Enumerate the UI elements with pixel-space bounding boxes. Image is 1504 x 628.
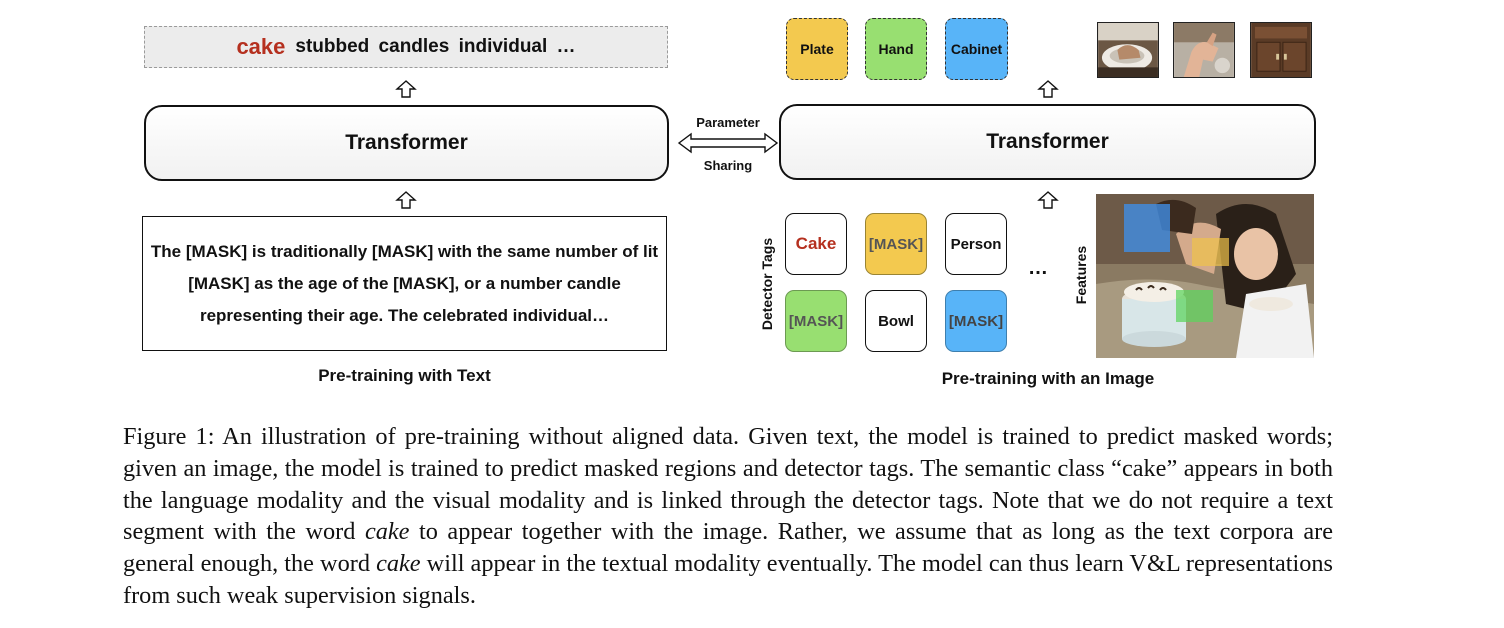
tag-person: Person xyxy=(945,213,1007,275)
left-output-banner: cake stubbed candles individual … xyxy=(144,26,668,68)
up-arrow-icon xyxy=(395,80,417,98)
output-cabinet: Cabinet xyxy=(945,18,1008,80)
hand-region-thumbnail xyxy=(1173,22,1235,78)
tag-person-label: Person xyxy=(950,235,1002,253)
output-hand-label: Hand xyxy=(878,41,914,57)
caption-italic-cake-2: cake xyxy=(376,550,421,578)
tag-bowl: Bowl xyxy=(865,290,927,352)
detector-tags-label: Detector Tags xyxy=(759,237,775,331)
features-label: Features xyxy=(1073,245,1089,305)
right-transformer-label: Transformer xyxy=(986,130,1109,153)
up-arrow-icon xyxy=(1037,80,1059,98)
output-plate: Plate xyxy=(786,18,848,80)
tag-mask-label: [MASK] xyxy=(948,312,1004,330)
cabinet-region-thumbnail xyxy=(1250,22,1312,78)
double-arrow-icon xyxy=(677,132,779,154)
plate-region-thumbnail xyxy=(1097,22,1159,78)
up-arrow-icon xyxy=(1037,191,1059,209)
output-cabinet-label: Cabinet xyxy=(950,41,1003,57)
caption-italic-cake-1: cake xyxy=(364,518,410,546)
figure-caption: Figure 1: An illustration of pre-trainin… xyxy=(123,421,1333,612)
kitchen-scene-image xyxy=(1096,194,1314,358)
left-transformer-label: Transformer xyxy=(345,131,468,154)
caption-text-2: to appear together with the image. Rathe… xyxy=(123,518,1333,578)
up-arrow-icon xyxy=(395,191,417,209)
predicted-words: stubbed candles individual … xyxy=(295,36,576,57)
right-section-title: Pre-training with an Image xyxy=(941,369,1155,388)
left-section-title: Pre-training with Text xyxy=(318,366,491,385)
tag-bowl-label: Bowl xyxy=(878,312,914,330)
masked-text-input: The [MASK] is traditionally [MASK] with … xyxy=(142,216,667,351)
parameter-label: Parameter xyxy=(696,115,760,130)
tag-mask-blue: [MASK] xyxy=(945,290,1007,352)
left-transformer-block: Transformer xyxy=(144,105,669,181)
tag-mask-green: [MASK] xyxy=(785,290,847,352)
output-plate-label: Plate xyxy=(800,41,834,57)
more-tags-ellipsis: … xyxy=(1028,257,1048,279)
tag-mask-yellow: [MASK] xyxy=(865,213,927,275)
masked-text: The [MASK] is traditionally [MASK] with … xyxy=(150,241,659,325)
caption-text-3: will appear in the textual modality even… xyxy=(123,550,1333,609)
predicted-word-cake: cake xyxy=(236,34,286,59)
output-hand: Hand xyxy=(865,18,927,80)
caption-text-1: Figure 1: An illustration of pre-trainin… xyxy=(123,423,1333,546)
tag-mask-label: [MASK] xyxy=(788,312,844,330)
tag-mask-label: [MASK] xyxy=(868,235,924,253)
sharing-label: Sharing xyxy=(703,158,753,173)
caption-paragraph: Figure 1: An illustration of pre-trainin… xyxy=(123,421,1333,612)
tag-cake-label: Cake xyxy=(795,234,837,253)
right-transformer-block: Transformer xyxy=(779,104,1316,180)
tag-cake: Cake xyxy=(785,213,847,275)
